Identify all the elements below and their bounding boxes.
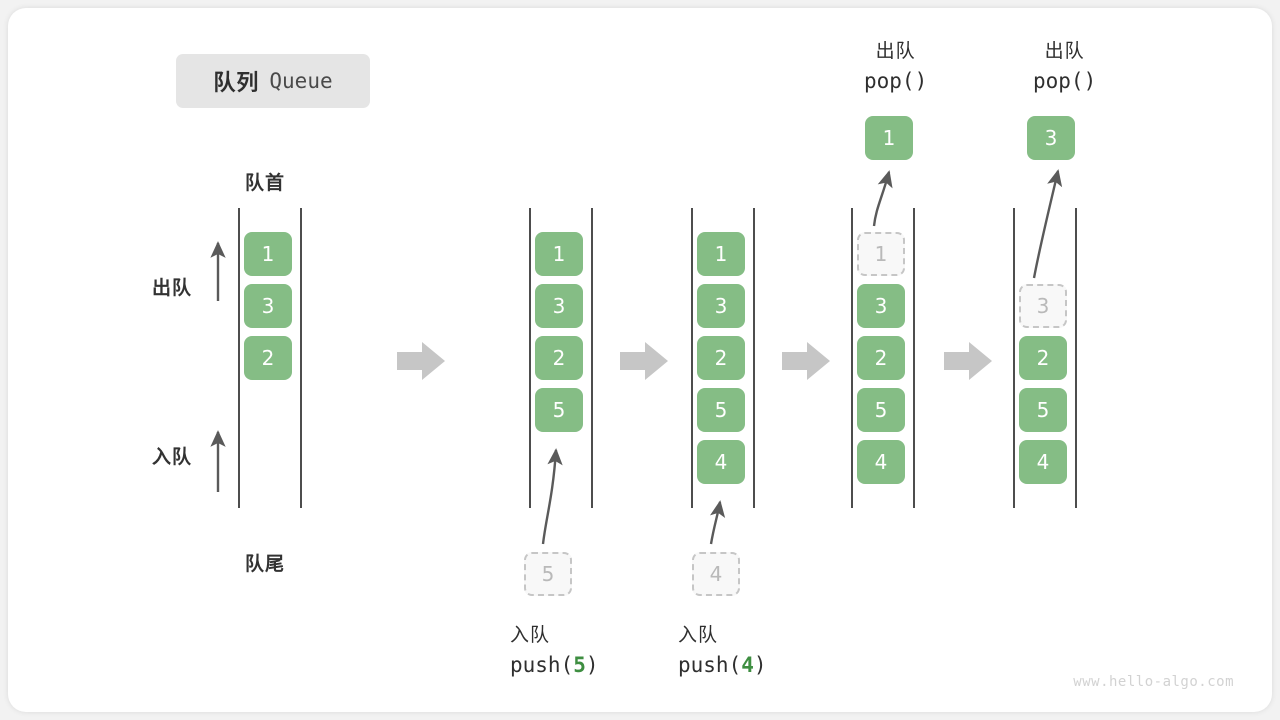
- rail-left: [691, 208, 693, 508]
- caption-code: pop(): [1033, 69, 1097, 93]
- queue-cell: 3: [244, 284, 292, 328]
- queue-cell: 4: [1019, 440, 1067, 484]
- pop1-curved-arrow-icon: [872, 170, 893, 227]
- caption-cn: 入队: [678, 624, 719, 646]
- caption-code-arg: 5: [573, 653, 586, 677]
- popped-element: 3: [1027, 116, 1075, 160]
- flow-arrow-right-icon: [782, 342, 830, 380]
- caption-push5: 入队 push(5): [510, 620, 599, 680]
- rail-right: [753, 208, 755, 508]
- rail-right: [300, 208, 302, 508]
- popped-element: 1: [865, 116, 913, 160]
- queue-cell-new: 5: [535, 388, 583, 432]
- caption-code: push(4): [678, 650, 767, 680]
- caption-pop1: 出队 pop(): [864, 36, 927, 96]
- rail-left: [238, 208, 240, 508]
- rail-left: [851, 208, 853, 508]
- label-enqueue-direction: 入队: [152, 446, 193, 468]
- label-dequeue-direction: 出队: [152, 277, 193, 299]
- push4-curved-arrow-icon: [709, 500, 726, 545]
- queue-cell: 2: [697, 336, 745, 380]
- queue-cell: 5: [857, 388, 905, 432]
- queue-cell: 3: [697, 284, 745, 328]
- diagram-title-chip: 队列 Queue: [176, 54, 370, 108]
- caption-code-post: ): [585, 653, 599, 677]
- flow-arrow-right-icon: [397, 342, 445, 380]
- caption-code-pre: push(: [678, 653, 742, 677]
- rail-right: [591, 208, 593, 508]
- queue-cell: 4: [857, 440, 905, 484]
- label-queue-tail: 队尾: [245, 553, 286, 575]
- label-queue-head: 队首: [245, 172, 286, 194]
- queue-cell: 2: [857, 336, 905, 380]
- caption-code-pre: push(: [510, 653, 574, 677]
- caption-code: push(5): [510, 650, 599, 680]
- queue-cell: 1: [697, 232, 745, 276]
- removed-element-ghost: 1: [857, 232, 905, 276]
- rail-right: [913, 208, 915, 508]
- queue-cell: 1: [244, 232, 292, 276]
- queue-cell: 3: [857, 284, 905, 328]
- rail-left: [1013, 208, 1015, 508]
- caption-pop3: 出队 pop(): [1033, 36, 1096, 96]
- arrow-overlay: [210, 169, 1063, 545]
- queue-cell: 2: [535, 336, 583, 380]
- pop3-curved-arrow-icon: [1032, 169, 1063, 279]
- caption-cn: 出队: [1044, 40, 1085, 62]
- flow-arrow-right-icon: [944, 342, 992, 380]
- caption-code: pop(): [864, 69, 928, 93]
- queue-cell: 5: [697, 388, 745, 432]
- caption-code-post: ): [753, 653, 767, 677]
- title-en: Queue: [269, 69, 333, 93]
- queue-cell: 5: [1019, 388, 1067, 432]
- removed-element-ghost: 3: [1019, 284, 1067, 328]
- rail-right: [1075, 208, 1077, 508]
- diagram-card: 队列 Queue 队首 队尾 出队 入队 1 3 2 1 3 2 5 5 入队 …: [8, 8, 1272, 712]
- watermark: www.hello-algo.com: [1073, 674, 1234, 690]
- queue-cell: 2: [1019, 336, 1067, 380]
- staged-element-ghost: 4: [692, 552, 740, 596]
- title-cn: 队列: [213, 71, 260, 96]
- flow-arrow-right-icon: [620, 342, 668, 380]
- queue-cell: 1: [535, 232, 583, 276]
- queue-cell: 3: [535, 284, 583, 328]
- staged-element-ghost: 5: [524, 552, 572, 596]
- caption-cn: 出队: [875, 40, 916, 62]
- caption-code-arg: 4: [741, 653, 754, 677]
- queue-cell-new: 4: [697, 440, 745, 484]
- push5-curved-arrow-icon: [541, 448, 563, 545]
- rail-left: [529, 208, 531, 508]
- caption-push4: 入队 push(4): [678, 620, 767, 680]
- caption-cn: 入队: [510, 624, 551, 646]
- queue-cell: 2: [244, 336, 292, 380]
